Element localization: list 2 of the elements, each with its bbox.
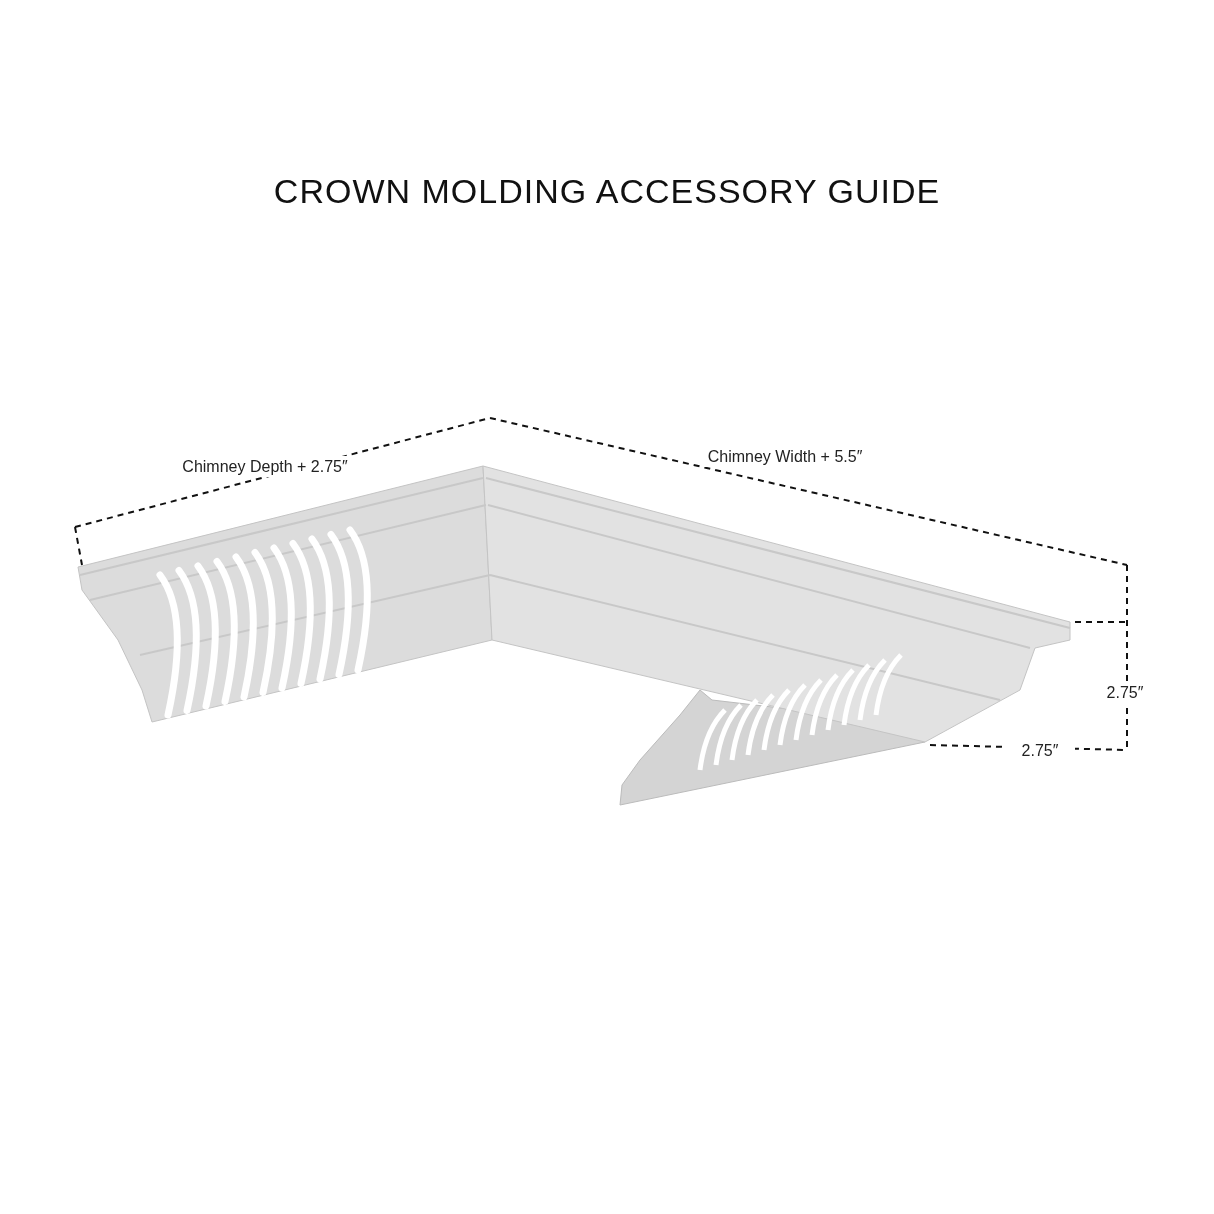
title: CROWN MOLDING ACCESSORY GUIDE [272, 172, 942, 211]
dimension-label: Chimney Depth + 2.75″ [180, 456, 350, 477]
